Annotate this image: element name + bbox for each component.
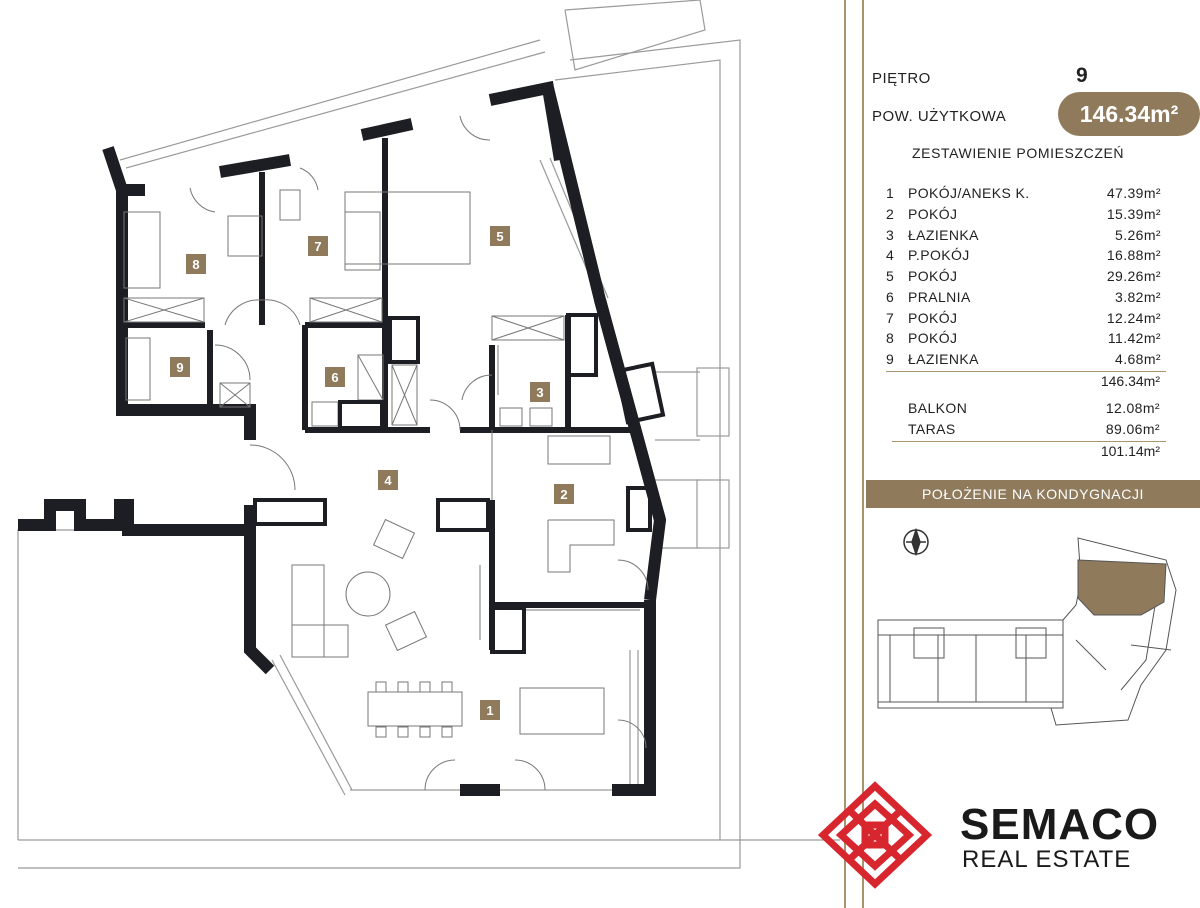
svg-text:1: 1 [486, 703, 493, 718]
room-name: ŁAZIENKA [908, 227, 979, 243]
room-area: 5.26m² [1115, 227, 1161, 243]
location-title: POŁOŻENIE NA KONDYGNACJI [866, 480, 1200, 508]
room-row: 7 POKÓJ 12.24m² [886, 310, 1161, 330]
room-name: POKÓJ [908, 310, 958, 326]
svg-text:5: 5 [496, 229, 503, 244]
room-number: 7 [886, 310, 895, 326]
room-area: 15.39m² [1106, 206, 1161, 222]
svg-text:6: 6 [331, 370, 338, 385]
room-row: 4 P.POKÓJ 16.88m² [886, 247, 1161, 267]
outdoor-total: 101.14m² [1100, 443, 1160, 459]
divider-line-right [862, 0, 864, 908]
svg-text:8: 8 [192, 257, 199, 272]
room-row: 5 POKÓJ 29.26m² [886, 268, 1161, 288]
room-number: 2 [886, 206, 895, 222]
brand-name: SEMACO [960, 800, 1160, 849]
room-name: POKÓJ/ANEKS K. [908, 185, 1030, 201]
room-area: 12.24m² [1106, 310, 1161, 326]
outdoor-row-terrace: TARAS 89.06m² [908, 421, 1160, 441]
rooms-separator [886, 371, 1166, 372]
room-number: 4 [886, 247, 895, 263]
outdoor-name: TARAS [908, 421, 956, 437]
room-area: 4.68m² [1115, 351, 1161, 367]
room-name: POKÓJ [908, 206, 958, 222]
room-number: 5 [886, 268, 895, 284]
room-row: 6 PRALNIA 3.82m² [886, 289, 1161, 309]
room-name: ŁAZIENKA [908, 351, 979, 367]
usable-area-value: 146.34m² [1058, 92, 1200, 136]
room-name: POKÓJ [908, 330, 958, 346]
room-number: 1 [886, 185, 895, 201]
room-row: 8 POKÓJ 11.42m² [886, 330, 1161, 350]
outdoor-separator [892, 441, 1166, 442]
room-row: 9 ŁAZIENKA 4.68m² [886, 351, 1161, 371]
brand-subtitle: REAL ESTATE [962, 846, 1132, 873]
room-area: 3.82m² [1115, 289, 1161, 305]
divider-line-left [844, 0, 846, 908]
room-row: 3 ŁAZIENKA 5.26m² [886, 227, 1161, 247]
compass-icon [903, 527, 929, 557]
room-number: 6 [886, 289, 895, 305]
semaco-logo-icon [817, 781, 933, 889]
outdoor-area: 89.06m² [1105, 421, 1160, 437]
rooms-list-title: ZESTAWIENIE POMIESZCZEŃ [912, 145, 1125, 161]
room-row: 2 POKÓJ 15.39m² [886, 206, 1161, 226]
svg-text:9: 9 [176, 360, 183, 375]
room-area: 29.26m² [1106, 268, 1161, 284]
room-number: 8 [886, 330, 895, 346]
room-name: PRALNIA [908, 289, 971, 305]
svg-text:2: 2 [560, 487, 567, 502]
outdoor-name: BALKON [908, 400, 968, 416]
room-area: 16.88m² [1106, 247, 1161, 263]
svg-text:3: 3 [536, 385, 543, 400]
room-area: 11.42m² [1107, 330, 1161, 346]
room-area: 47.39m² [1106, 185, 1161, 201]
room-name: P.POKÓJ [908, 247, 970, 263]
floor-label: PIĘTRO [872, 70, 931, 87]
apartment-info-panel: PIĘTRO 9 POW. UŻYTKOWA 146.34m² ZESTAWIE… [866, 0, 1200, 908]
floor-value: 9 [1076, 64, 1088, 87]
location-key-plan [877, 527, 1177, 726]
room-number: 9 [886, 351, 895, 367]
floor-plan: 1 2 3 4 5 6 7 8 9 [17, 0, 840, 869]
usable-area-label: POW. UŻYTKOWA [872, 108, 1007, 125]
outdoor-area: 12.08m² [1105, 400, 1160, 416]
room-name: POKÓJ [908, 268, 958, 284]
rooms-total: 146.34m² [1100, 373, 1160, 389]
svg-text:7: 7 [314, 239, 321, 254]
outdoor-row-balcony: BALKON 12.08m² [908, 400, 1160, 420]
room-number: 3 [886, 227, 895, 243]
svg-text:4: 4 [384, 473, 392, 488]
room-row: 1 POKÓJ/ANEKS K. 47.39m² [886, 185, 1161, 205]
